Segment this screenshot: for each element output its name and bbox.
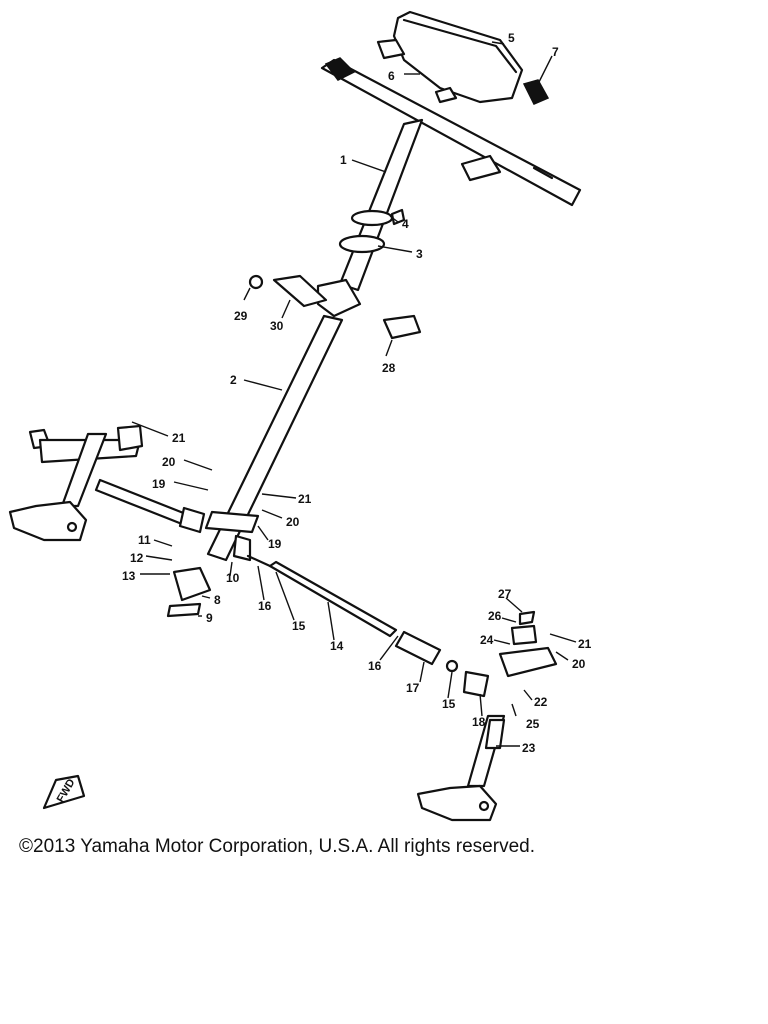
- handlebar: [320, 57, 582, 207]
- column-collar: [382, 314, 422, 340]
- callout-labels: 5 7 6 1 4 3 29 30 28 2 21 20 19 21 20 19…: [122, 31, 592, 755]
- callout-29: 29: [234, 309, 248, 323]
- callout-11: 11: [138, 533, 151, 547]
- callout-16-a: 16: [258, 599, 272, 613]
- left-ski-spindle: [8, 424, 144, 542]
- fwd-arrow: FWD: [42, 774, 86, 810]
- callout-8: 8: [214, 593, 221, 607]
- right-tie-rod-end: [462, 670, 490, 698]
- callout-13: 13: [122, 569, 136, 583]
- callout-12: 12: [130, 551, 144, 565]
- callout-15-b: 15: [442, 697, 456, 711]
- callout-9: 9: [206, 611, 213, 625]
- callout-17: 17: [406, 681, 420, 695]
- callout-26: 26: [488, 609, 502, 623]
- callout-22: 22: [534, 695, 548, 709]
- callout-30: 30: [270, 319, 284, 333]
- callout-27: 27: [498, 587, 512, 601]
- left-tie-rod: [94, 478, 188, 526]
- center-rod-joint: [232, 534, 252, 562]
- callout-21-a: 21: [172, 431, 186, 445]
- callout-3: 3: [416, 247, 423, 261]
- callout-20-b: 20: [286, 515, 300, 529]
- center-rod-spring: [246, 554, 272, 568]
- callout-1: 1: [340, 153, 347, 167]
- left-tie-rod-end: [178, 506, 206, 534]
- callout-2: 2: [230, 373, 237, 387]
- column-clamp: [338, 208, 406, 254]
- copyright-notice: ©2013 Yamaha Motor Corporation, U.S.A. A…: [19, 836, 535, 857]
- callout-19-a: 19: [152, 477, 166, 491]
- right-steering-arm: [498, 610, 558, 678]
- callout-25: 25: [526, 717, 540, 731]
- callout-15-a: 15: [292, 619, 306, 633]
- column-joint-bracket: [248, 274, 362, 318]
- right-ski-spindle: [416, 714, 506, 822]
- tie-rod-adjuster: [394, 630, 442, 666]
- callout-5: 5: [508, 31, 515, 45]
- callout-7: 7: [552, 45, 559, 59]
- main-tie-rod: [268, 560, 398, 638]
- leader-lines: [131, 41, 577, 747]
- callout-10: 10: [226, 571, 240, 585]
- callout-16-b: 16: [368, 659, 382, 673]
- handlebar-cover: [376, 10, 524, 104]
- steering-parts-diagram: FWD: [8, 10, 592, 822]
- handlebar-grip-end: [522, 79, 550, 105]
- lower-column-bracket: [166, 510, 260, 618]
- steering-column-upper: [338, 118, 424, 292]
- callout-6: 6: [388, 69, 395, 83]
- callout-4: 4: [402, 217, 409, 231]
- callout-23: 23: [522, 741, 536, 755]
- callout-28: 28: [382, 361, 396, 375]
- callout-19-b: 19: [268, 537, 282, 551]
- callout-21-b: 21: [298, 492, 312, 506]
- callout-18: 18: [472, 715, 486, 729]
- tie-rod-nut: [445, 659, 459, 673]
- steering-column-lower: [206, 314, 344, 562]
- callout-20-a: 20: [162, 455, 176, 469]
- callout-21-c: 21: [578, 637, 592, 651]
- callout-24: 24: [480, 633, 494, 647]
- callout-14: 14: [330, 639, 344, 653]
- callout-20-c: 20: [572, 657, 586, 671]
